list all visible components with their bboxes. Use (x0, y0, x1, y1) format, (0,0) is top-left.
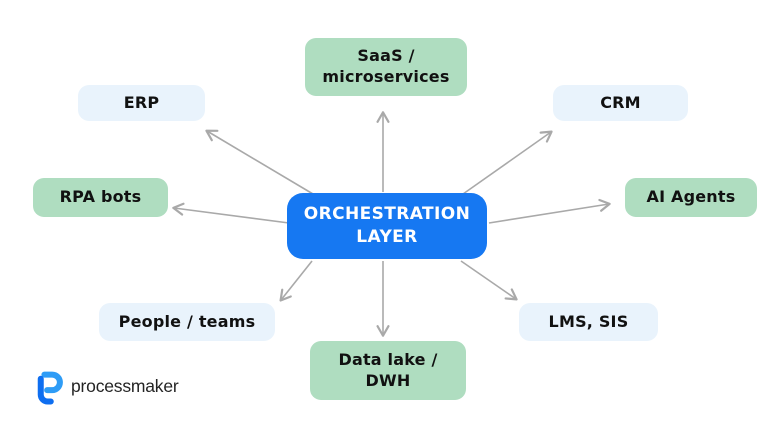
processmaker-logo: processmaker (33, 366, 179, 406)
arrow-to-ai (488, 198, 611, 224)
node-lms-sis: LMS, SIS (519, 303, 658, 341)
arrow-to-crm (462, 130, 553, 195)
processmaker-p-icon (33, 366, 64, 406)
node-ai-agents: AI Agents (625, 178, 757, 217)
arrow-to-erp (205, 129, 314, 195)
node-erp: ERP (78, 85, 205, 121)
processmaker-wordmark: processmaker (71, 375, 179, 396)
node-saas-microservices: SaaS / microservices (305, 38, 467, 96)
node-data-lake-dwh: Data lake / DWH (310, 341, 466, 400)
arrow-to-people (279, 260, 313, 302)
node-rpa-bots: RPA bots (33, 178, 168, 217)
node-orchestration-layer: ORCHESTRATION LAYER (287, 193, 487, 259)
arrow-to-rpa (172, 202, 290, 224)
arrow-to-lms (460, 260, 518, 301)
node-people-teams: People / teams (99, 303, 275, 341)
node-crm: CRM (553, 85, 688, 121)
